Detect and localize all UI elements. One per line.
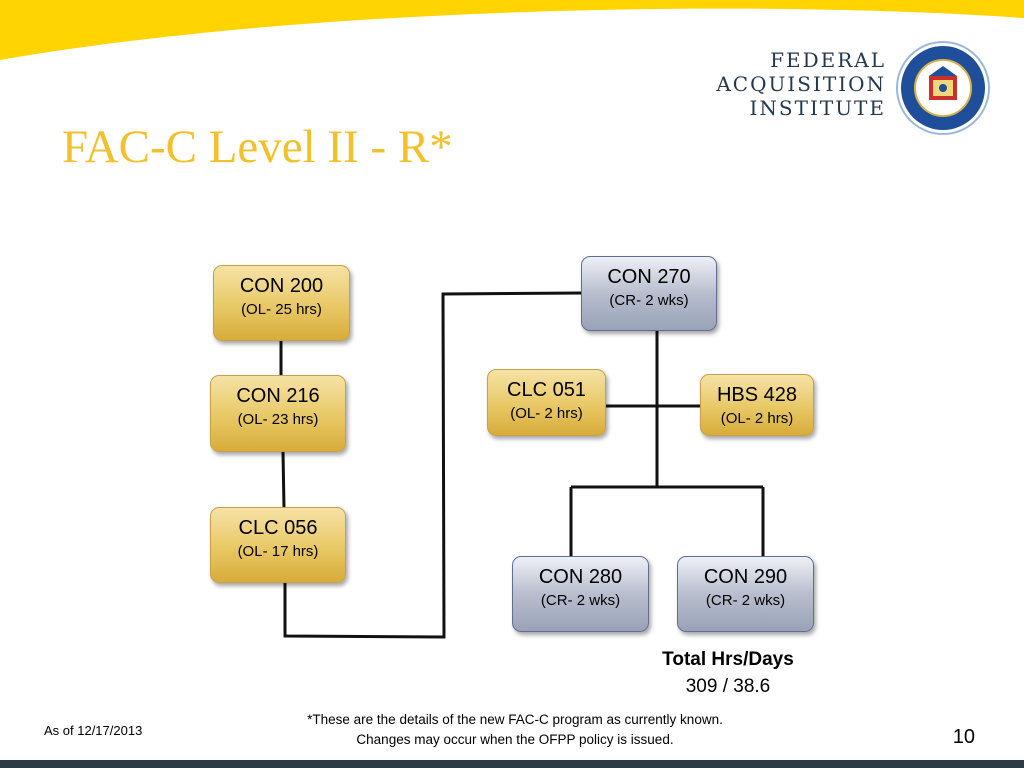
course-box-con-216: CON 216 (OL- 23 hrs) [210,375,346,452]
course-duration: (OL- 2 hrs) [720,410,794,427]
course-duration: (OL- 17 hrs) [237,543,319,560]
connector-clc056-con270 [283,291,583,639]
course-code: CON 216 [236,385,320,407]
footnote-line-2: Changes may occur when the OFPP policy i… [356,732,674,747]
course-code: CON 280 [538,566,623,588]
as-of-date: As of 12/17/2013 [44,723,143,738]
course-duration: (OL- 23 hrs) [237,411,319,428]
course-box-con-280: CON 280 (CR- 2 wks) [512,556,649,632]
course-code: HBS 428 [716,384,798,406]
bottom-bar [0,760,1024,768]
connector-con216-clc056 [281,451,286,509]
course-duration: (CR- 2 wks) [609,292,689,309]
course-box-con-270: CON 270 (CR- 2 wks) [581,256,717,331]
total-hours-days: Total Hrs/Days 309 / 38.6 [640,647,816,701]
course-code: CON 290 [703,566,788,588]
course-code: CON 200 [239,275,324,297]
logo-line-3: INSTITUTE [749,96,886,120]
course-duration: (CR- 2 wks) [540,592,621,609]
course-code: CON 270 [607,266,691,288]
footnote: *These are the details of the new FAC-C … [250,710,780,750]
fai-logo-wordmark: FEDERAL ACQUISITION INSTITUTE [700,48,886,120]
course-duration: (CR- 2 wks) [705,592,786,609]
course-box-clc-051: CLC 051 (OL- 2 hrs) [487,369,606,436]
course-code: CLC 056 [238,517,318,539]
course-box-con-290: CON 290 (CR- 2 wks) [677,556,814,632]
total-label: Total Hrs/Days [662,649,794,670]
course-box-clc-056: CLC 056 (OL- 17 hrs) [210,507,346,583]
course-box-con-200: CON 200 (OL- 25 hrs) [213,265,350,341]
logo-line-1: FEDERAL [770,48,886,72]
page-number: 10 [952,726,975,748]
course-code: CLC 051 [507,379,586,401]
logo-line-2: ACQUISITION [716,72,886,96]
total-value: 309 / 38.6 [685,676,771,697]
footnote-line-1: *These are the details of the new FAC-C … [307,712,723,727]
fai-seal-icon [896,41,990,135]
top-swoosh-decoration [0,0,1024,60]
course-duration: (OL- 25 hrs) [241,301,322,318]
course-duration: (OL- 2 hrs) [510,405,583,422]
slide-title: FAC-C Level II - R* [62,121,453,173]
course-box-hbs-428: HBS 428 (OL- 2 hrs) [700,374,814,436]
